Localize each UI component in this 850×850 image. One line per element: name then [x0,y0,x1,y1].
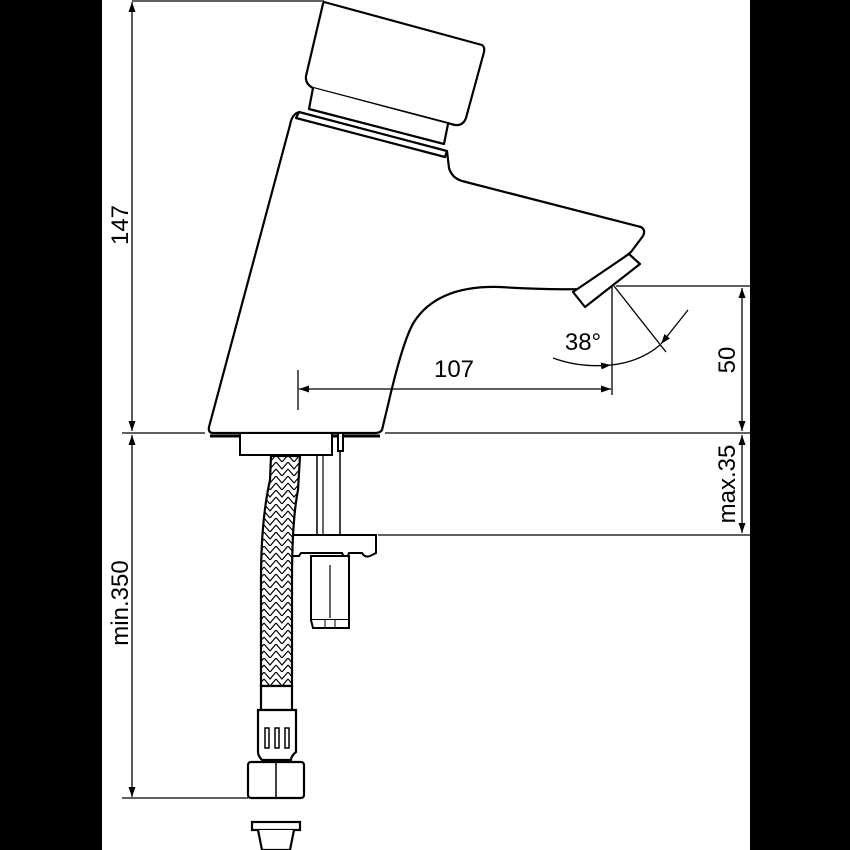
dim-spray-angle: 38° [565,329,601,356]
dim-spout-height: 50 [714,347,741,374]
dim-spout-projection: 107 [434,356,474,383]
tap-body [207,110,646,438]
dim-max-deck: max.35 [714,445,741,524]
dim-total-height: 147 [107,205,134,245]
dimension-lines [122,0,750,799]
braided-hose [246,454,306,850]
mounting-hardware [239,432,377,629]
dim-min-hose: min.350 [107,560,134,645]
push-button [304,0,486,146]
